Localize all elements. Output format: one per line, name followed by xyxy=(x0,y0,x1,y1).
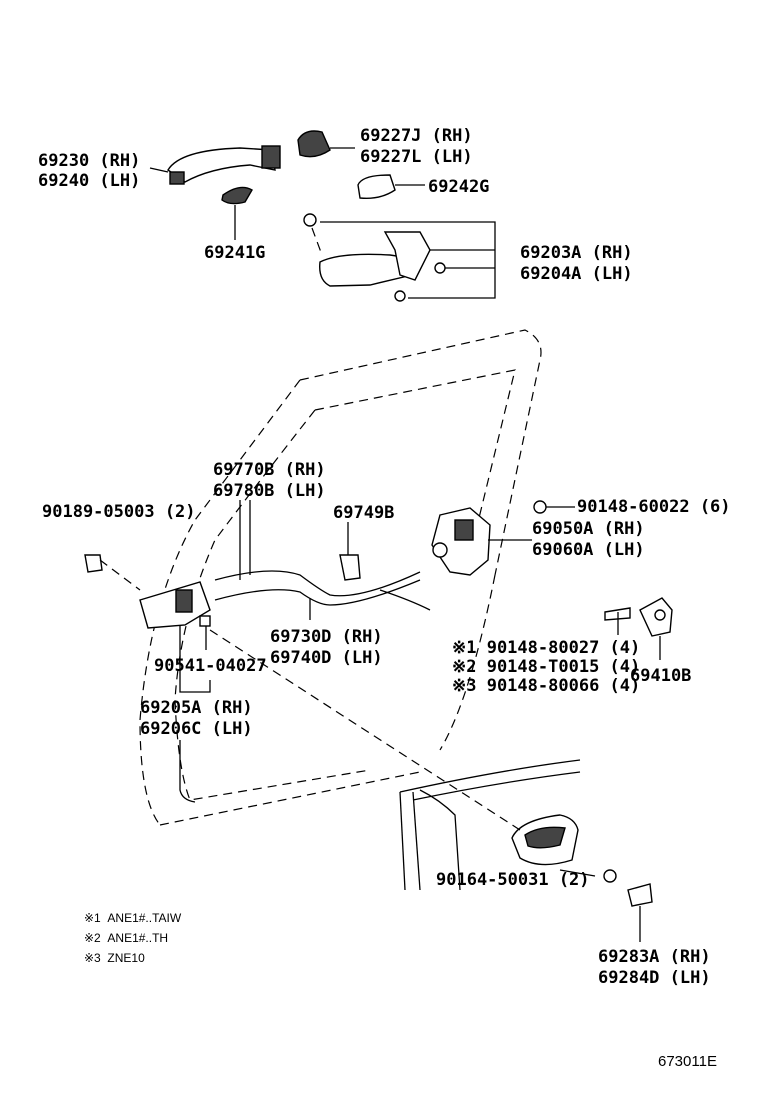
handle-pad-69242g xyxy=(357,174,396,200)
outside-handle xyxy=(167,145,281,185)
label-69240: 69240 (LH) xyxy=(38,171,140,191)
part-labels: 69230 (RH) 69240 (LH) 69227J (RH) 69227L… xyxy=(38,126,731,988)
door-striker xyxy=(604,597,673,637)
clip-90189-05003 xyxy=(84,554,103,573)
door-lock xyxy=(431,507,491,576)
inside-control-assembly xyxy=(139,581,211,629)
label-90148-60022: 90148-60022 (6) xyxy=(577,497,731,517)
lock-knob xyxy=(627,883,653,907)
leader-lines xyxy=(99,147,661,942)
door-frame-lower xyxy=(399,759,581,891)
label-69206c: 69206C (LH) xyxy=(140,719,253,739)
label-90164: 90164-50031 (2) xyxy=(436,870,590,890)
label-69203a: 69203A (RH) xyxy=(520,243,633,263)
handle-frame xyxy=(303,213,446,302)
figure-reference: 673011E xyxy=(658,1053,717,1070)
label-69050a: 69050A (RH) xyxy=(532,519,645,539)
label-69242g: 69242G xyxy=(428,177,489,197)
label-90148-80066: ※3 90148-80066 (4) xyxy=(452,676,640,696)
label-69283a: 69283A (RH) xyxy=(598,947,711,967)
label-69230: 69230 (RH) xyxy=(38,151,140,171)
applicability-notes: ※1 ANE1#..TAIW ※2 ANE1#..TH ※3 ZNE10 xyxy=(84,911,182,965)
label-90541: 90541-04027 xyxy=(154,656,267,676)
note-3: ※3 ZNE10 xyxy=(84,951,145,965)
label-69740d: 69740D (LH) xyxy=(270,648,383,668)
label-69241g: 69241G xyxy=(204,243,265,263)
label-69749b: 69749B xyxy=(333,503,394,523)
label-69227l: 69227L (LH) xyxy=(360,147,473,167)
label-90189: 90189-05003 (2) xyxy=(42,502,196,522)
handle-cover xyxy=(297,130,331,158)
bolt-90541 xyxy=(199,615,211,627)
inside-handle-bezel xyxy=(511,814,579,866)
note-1: ※1 ANE1#..TAIW xyxy=(84,911,182,925)
note-2: ※2 ANE1#..TH xyxy=(84,931,168,945)
label-90148-t0015: ※2 90148-T0015 (4) xyxy=(452,657,640,677)
handle-pad-69241g xyxy=(221,186,253,205)
label-90148-80027: ※1 90148-80027 (4) xyxy=(452,638,640,658)
label-69205a: 69205A (RH) xyxy=(140,698,253,718)
label-69204a: 69204A (LH) xyxy=(520,264,633,284)
label-69410b: 69410B xyxy=(630,666,691,686)
label-69780b: 69780B (LH) xyxy=(213,481,326,501)
label-69730d: 69730D (RH) xyxy=(270,627,383,647)
label-69770b: 69770B (RH) xyxy=(213,460,326,480)
screw-90148-60022 xyxy=(533,500,547,514)
lock-cables xyxy=(214,570,431,611)
screw-90164 xyxy=(603,869,617,883)
door-outline xyxy=(139,329,542,826)
cable-clamp-69749b xyxy=(339,554,361,581)
label-69060a: 69060A (LH) xyxy=(532,540,645,560)
label-69227j: 69227J (RH) xyxy=(360,126,473,146)
label-69284d: 69284D (LH) xyxy=(598,968,711,988)
